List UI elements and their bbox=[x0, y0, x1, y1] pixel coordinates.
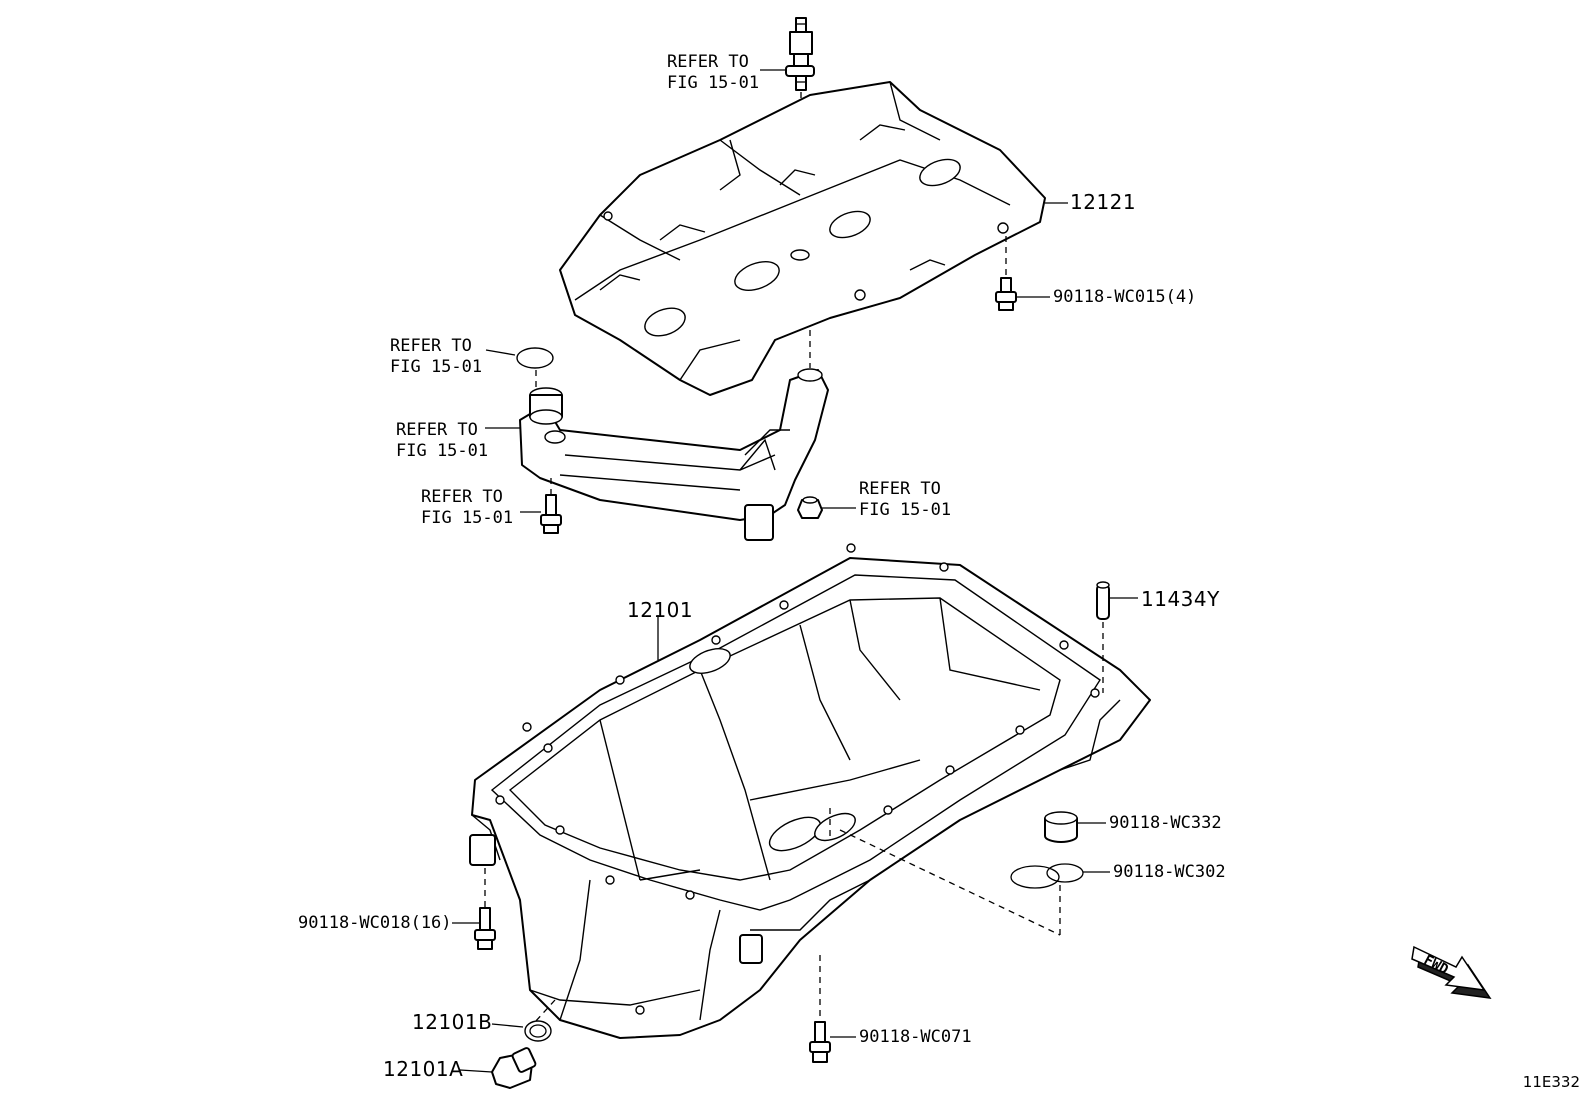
refer-line2: FIG 15-01 bbox=[421, 508, 514, 528]
part-number-cap[interactable]: 90118-WC332 bbox=[1109, 813, 1222, 833]
refer-line2: FIG 15-01 bbox=[667, 73, 760, 93]
strainer-nut bbox=[797, 496, 823, 519]
part-number-ring[interactable]: 90118-WC302 bbox=[1113, 862, 1226, 882]
refer-line2: FIG 15-01 bbox=[390, 357, 483, 377]
oil-strainer bbox=[519, 368, 829, 541]
refer-line1: REFER TO bbox=[396, 420, 478, 440]
strainer-bolt bbox=[540, 494, 562, 534]
refer-line2: FIG 15-01 bbox=[396, 441, 489, 461]
oil-pan bbox=[469, 543, 1151, 1039]
refer-label-strainer-bolt: REFER TO FIG 15-01 bbox=[421, 487, 513, 529]
refer-line1: REFER TO bbox=[390, 336, 472, 356]
part-number-bolt-bottom[interactable]: 90118-WC071 bbox=[859, 1027, 972, 1047]
drain-gasket bbox=[524, 1020, 552, 1042]
refer-label-top: REFER TO FIG 15-01 bbox=[667, 52, 759, 94]
baffle-plate bbox=[559, 81, 1046, 396]
top-stud-bolt bbox=[785, 17, 815, 91]
diagram-code: 11E332 bbox=[1522, 1073, 1580, 1091]
strainer-o-ring bbox=[516, 347, 554, 369]
refer-label-strainer-nut: REFER TO FIG 15-01 bbox=[859, 479, 951, 521]
bolt-pan bbox=[474, 907, 496, 950]
part-number-drain-plug[interactable]: 12101A bbox=[383, 1057, 464, 1081]
refer-label-oring: REFER TO FIG 15-01 bbox=[390, 336, 482, 378]
refer-line2: FIG 15-01 bbox=[859, 500, 952, 520]
fwd-arrow-icon bbox=[1411, 945, 1492, 999]
refer-line1: REFER TO bbox=[859, 479, 941, 499]
dowel-pin bbox=[1096, 581, 1110, 620]
bolt-bottom bbox=[809, 1021, 831, 1063]
part-number-bolt-baffle[interactable]: 90118-WC015(4) bbox=[1053, 287, 1197, 307]
part-number-pin[interactable]: 11434Y bbox=[1141, 587, 1220, 611]
plug-cap bbox=[1044, 811, 1078, 843]
part-number-baffle-plate[interactable]: 12121 bbox=[1070, 190, 1137, 214]
refer-line1: REFER TO bbox=[421, 487, 503, 507]
part-number-oil-pan[interactable]: 12101 bbox=[627, 598, 694, 622]
bolt-baffle bbox=[995, 277, 1017, 311]
part-number-bolt-pan[interactable]: 90118-WC018(16) bbox=[298, 913, 452, 933]
snap-ring bbox=[1010, 863, 1084, 889]
drain-plug bbox=[491, 1047, 537, 1089]
refer-line1: REFER TO bbox=[667, 52, 749, 72]
refer-label-strainer: REFER TO FIG 15-01 bbox=[396, 420, 488, 462]
part-number-gasket[interactable]: 12101B bbox=[412, 1010, 493, 1034]
